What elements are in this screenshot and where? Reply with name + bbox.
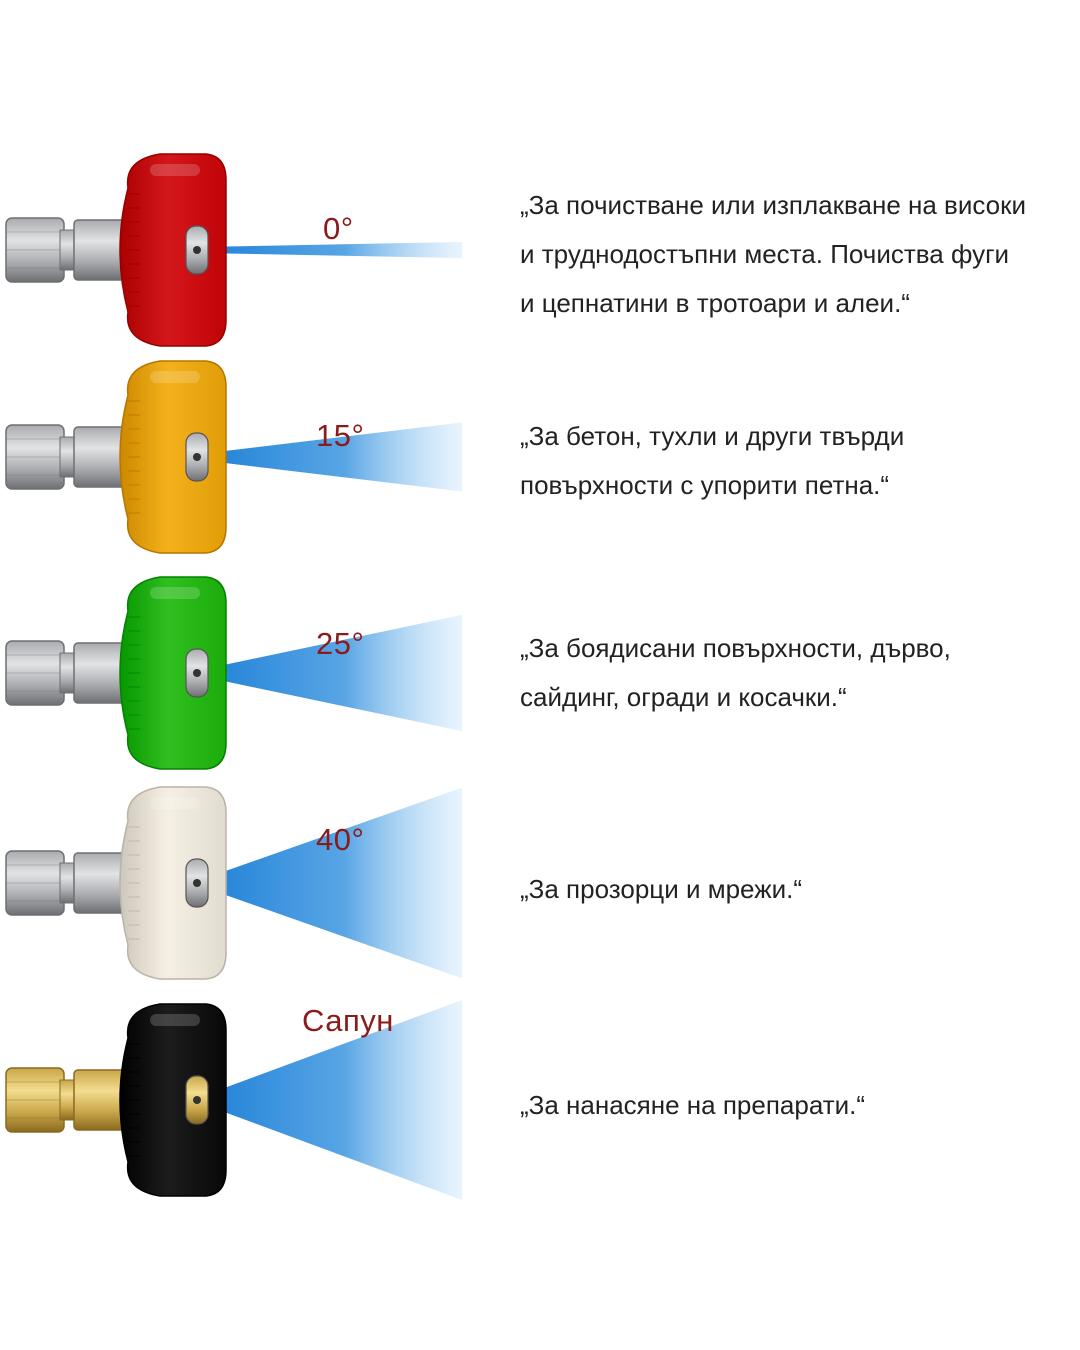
spray-soap	[200, 1000, 462, 1200]
plug-collar	[73, 852, 127, 914]
nozzle-body-40deg	[5, 786, 227, 980]
nozzle-soap-graphic	[5, 1000, 462, 1200]
description-line: „За бетон, тухли и други твърди	[520, 421, 905, 451]
nozzle-cap	[119, 1003, 227, 1197]
description-40deg: „За прозорци и мрежи.“	[520, 865, 1070, 914]
angle-label-40deg: 40°	[316, 822, 365, 857]
nozzle-25deg-graphic	[5, 576, 462, 770]
plug-collar	[73, 426, 127, 488]
spray-fan	[200, 787, 462, 979]
description-25deg: „За боядисани повърхности, дърво, сайдин…	[520, 624, 1070, 722]
nozzle-0deg-graphic	[5, 153, 462, 347]
angle-label-0deg: 0°	[323, 211, 354, 246]
spray-40deg	[200, 787, 462, 979]
nozzle-row-soap: Сапун „За нанасяне на препарати.“	[0, 995, 1080, 1225]
nozzle-row-40deg: 40° „За прозорци и мрежи.“	[0, 778, 1080, 1008]
nozzle-row-15deg: 15° „За бетон, тухли и други твърди повъ…	[0, 352, 1080, 582]
nozzle-row-0deg: 0° „За почистване или изплакване на висо…	[0, 145, 1080, 375]
spray-25deg	[200, 614, 462, 732]
nozzle-body-15deg	[5, 360, 227, 554]
description-line: и цепнатини в тротоари и алеи.“	[520, 288, 910, 318]
description-15deg: „За бетон, тухли и други твърди повърхно…	[520, 412, 1070, 510]
spray-0deg	[200, 242, 462, 258]
nozzle-cap	[119, 576, 227, 770]
plug-collar	[73, 642, 127, 704]
description-line: „За боядисани повърхности, дърво,	[520, 633, 951, 663]
plug-collar	[73, 1069, 127, 1131]
nozzle-body-25deg	[5, 576, 227, 770]
description-line: повърхности с упорити петна.“	[520, 470, 890, 500]
nozzle-row-25deg: 25° „За боядисани повърхности, дърво, са…	[0, 568, 1080, 798]
description-line: сайдинг, огради и косачки.“	[520, 682, 847, 712]
spray-15deg	[200, 422, 462, 492]
nozzle-15deg-graphic	[5, 360, 462, 554]
description-soap: „За нанасяне на препарати.“	[520, 1081, 1070, 1130]
nozzle-cap	[119, 360, 227, 554]
description-line: „За прозорци и мрежи.“	[520, 874, 802, 904]
spray-fan	[200, 422, 462, 492]
description-line: „За нанасяне на препарати.“	[520, 1090, 866, 1120]
plug-collar	[73, 219, 127, 281]
description-line: „За почистване или изплакване на високи	[520, 190, 1027, 220]
spray-fan	[200, 1000, 462, 1200]
nozzle-body-0deg	[5, 153, 227, 347]
spray-fan	[200, 614, 462, 732]
spray-fan	[200, 242, 462, 258]
angle-label-soap: Сапун	[302, 1003, 394, 1038]
nozzle-cap	[119, 153, 227, 347]
nozzle-cap	[119, 786, 227, 980]
description-0deg: „За почистване или изплакване на високи …	[520, 181, 1070, 328]
nozzle-body-soap	[5, 1003, 227, 1197]
angle-label-25deg: 25°	[316, 626, 365, 661]
angle-label-15deg: 15°	[316, 418, 365, 453]
description-line: и труднодостъпни места. Почиства фуги	[520, 239, 1010, 269]
nozzle-40deg-graphic	[5, 786, 462, 980]
